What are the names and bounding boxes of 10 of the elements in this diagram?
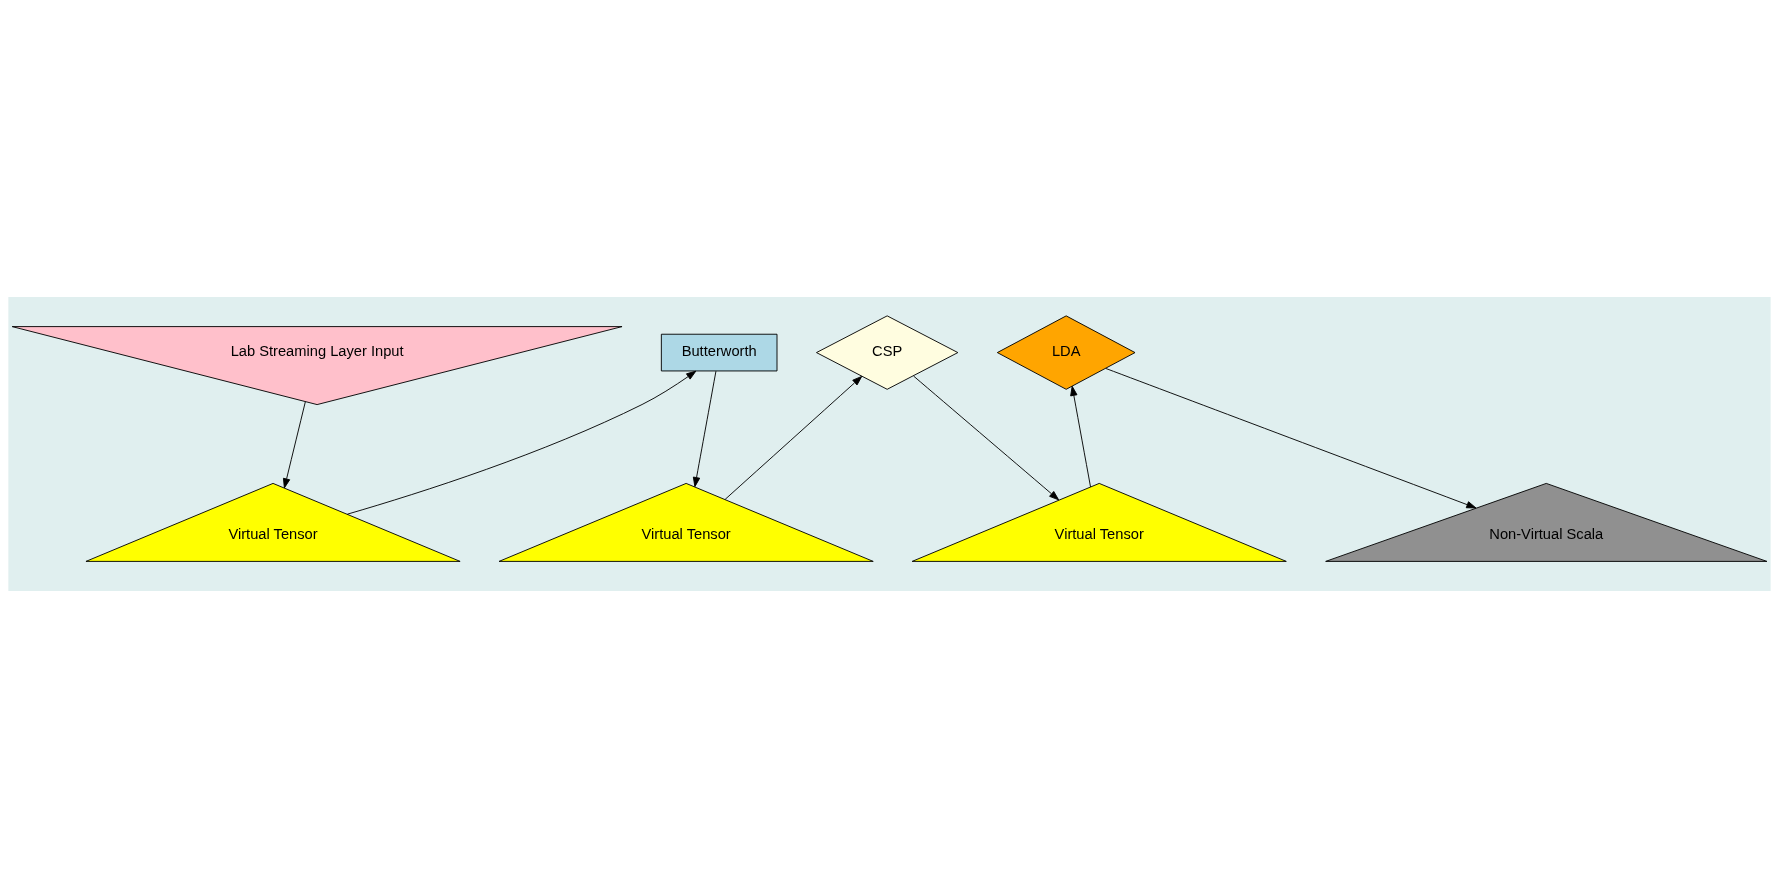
arrow (346, 370, 697, 515)
arrow (1070, 385, 1091, 487)
arrow (1105, 367, 1477, 508)
arrow (724, 375, 863, 500)
arrow (913, 375, 1060, 500)
node-diamond: LDA (996, 314, 1136, 390)
arrow (692, 370, 717, 487)
node-diamond: CSP (816, 314, 959, 390)
arrow (282, 400, 306, 488)
node-box: Butterworth (660, 333, 778, 371)
